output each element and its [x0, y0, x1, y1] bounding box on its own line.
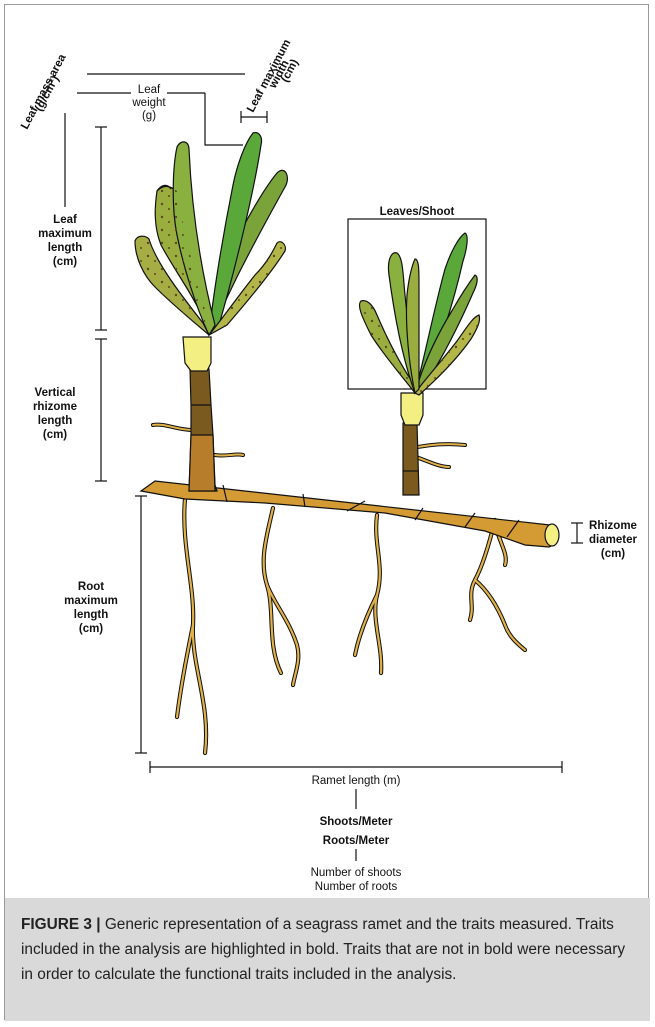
caption-text: Generic representation of a seagrass ram… — [21, 916, 625, 983]
label-ramet-length: Ramet length (m) — [312, 775, 401, 787]
label-leaf-length-2: maximum — [38, 228, 92, 240]
label-vertical-rhizome-1: Vertical — [35, 387, 76, 399]
measure-lines — [65, 74, 583, 861]
label-vertical-rhizome-unit: (cm) — [43, 429, 67, 441]
label-leaf-weight-2: weight — [131, 97, 166, 109]
label-root-length-3: length — [74, 609, 109, 621]
figure-panel: Leaf mass area (g/cm²) Leaf weight (g) L… — [4, 4, 649, 1020]
label-leaf-length-1: Leaf — [53, 214, 77, 226]
label-leaf-weight: Leaf — [138, 84, 161, 96]
label-vertical-rhizome-3: length — [38, 415, 73, 427]
label-leaves-shoot: Leaves/Shoot — [380, 206, 455, 218]
left-shoot-leaves — [135, 133, 287, 335]
roots — [177, 499, 525, 753]
label-leaf-length-3: length — [48, 242, 83, 254]
left-vertical-rhizome — [183, 337, 217, 491]
caption-label: FIGURE 3 | — [21, 916, 101, 933]
figure-caption: FIGURE 3 | Generic representation of a s… — [5, 898, 650, 1021]
label-number-shoots: Number of shoots — [311, 867, 402, 879]
label-number-roots: Number of roots — [315, 881, 398, 893]
label-rhizome-diameter-2: diameter — [589, 534, 637, 546]
right-shoot-leaves — [359, 233, 479, 395]
label-rhizome-diameter-unit: (cm) — [601, 548, 625, 560]
label-rhizome-diameter-1: Rhizome — [589, 520, 637, 532]
label-root-length-2: maximum — [64, 595, 118, 607]
label-root-length-unit: (cm) — [79, 623, 103, 635]
label-shoots-meter: Shoots/Meter — [320, 816, 393, 828]
right-vertical-rhizome — [401, 393, 423, 495]
label-leaf-weight-unit: (g) — [142, 110, 156, 122]
seagrass-diagram: Leaf mass area (g/cm²) Leaf weight (g) L… — [5, 5, 650, 898]
trait-labels: Leaf mass area (g/cm²) Leaf weight (g) L… — [19, 38, 637, 893]
label-roots-meter: Roots/Meter — [323, 835, 390, 847]
label-leaf-length-unit: (cm) — [53, 256, 77, 268]
label-vertical-rhizome-2: rhizome — [33, 401, 77, 413]
label-root-length-1: Root — [78, 581, 104, 593]
